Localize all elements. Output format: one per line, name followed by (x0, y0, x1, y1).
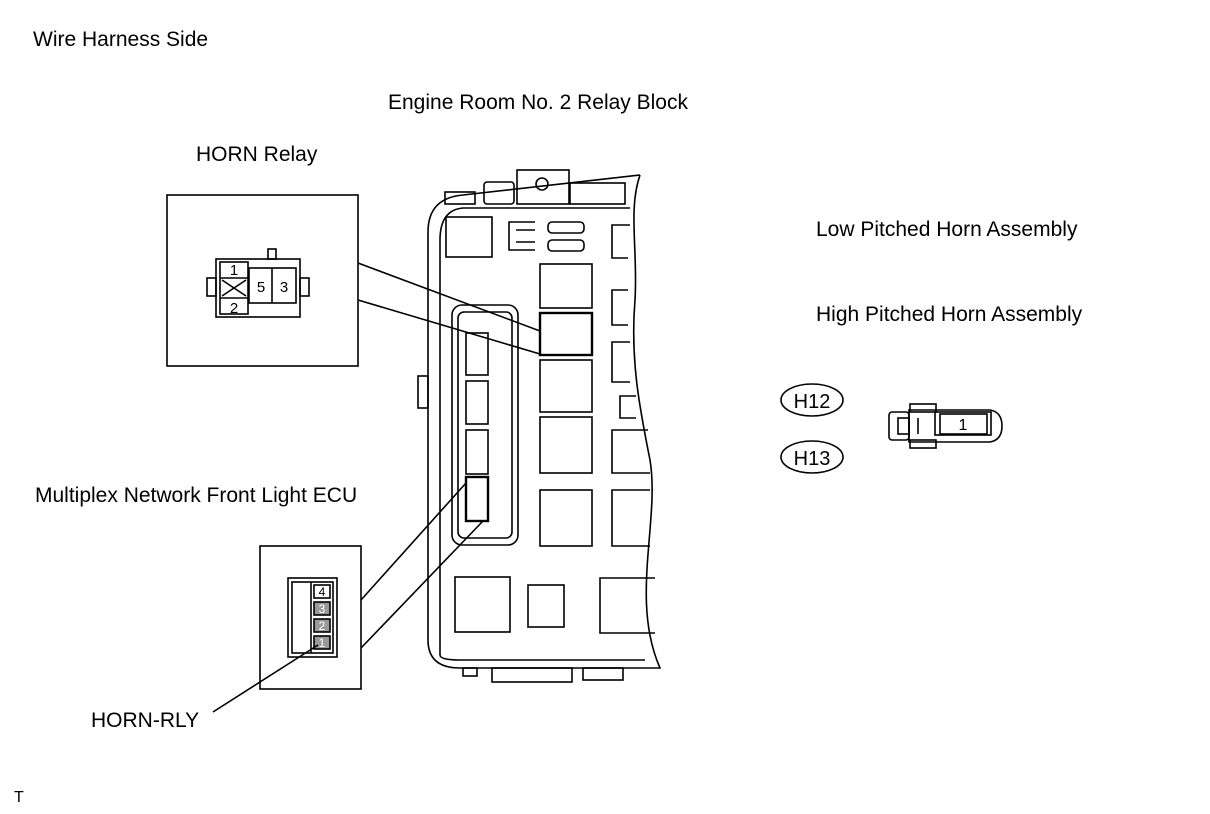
horn-connector (888, 403, 1003, 449)
relay-block (417, 169, 662, 683)
corner-mark: T (14, 789, 24, 806)
relay-block-title: Engine Room No. 2 Relay Block (388, 91, 688, 114)
horn-relay-callout (166, 194, 541, 367)
horn-connector-codes (780, 383, 844, 474)
connector-code-h13: H13 (794, 448, 831, 470)
horn-relay-pin-1: 1 (230, 262, 238, 279)
horn-relay-pin-2: 2 (230, 300, 238, 317)
horn-relay-pin-5: 5 (257, 279, 265, 296)
front-light-ecu-label: Multiplex Network Front Light ECU (35, 484, 358, 507)
view-side-label: Wire Harness Side (33, 28, 209, 51)
horn-connector-pin-1: 1 (959, 417, 968, 434)
ecu-pin-2: 2 (319, 619, 326, 633)
low-horn-label: Low Pitched Horn Assembly (816, 218, 1078, 241)
ecu-pin-4: 4 (319, 585, 326, 599)
connector-code-h12: H12 (794, 391, 831, 413)
horn-relay-label: HORN Relay (196, 143, 318, 166)
high-horn-label: High Pitched Horn Assembly (816, 303, 1083, 326)
ecu-callout (212, 482, 484, 713)
ecu-pin-3: 3 (319, 602, 326, 616)
ecu-pin-1: 1 (319, 636, 326, 650)
horn-rly-terminal-label: HORN-RLY (91, 709, 200, 732)
horn-relay-pin-3: 3 (280, 279, 288, 296)
